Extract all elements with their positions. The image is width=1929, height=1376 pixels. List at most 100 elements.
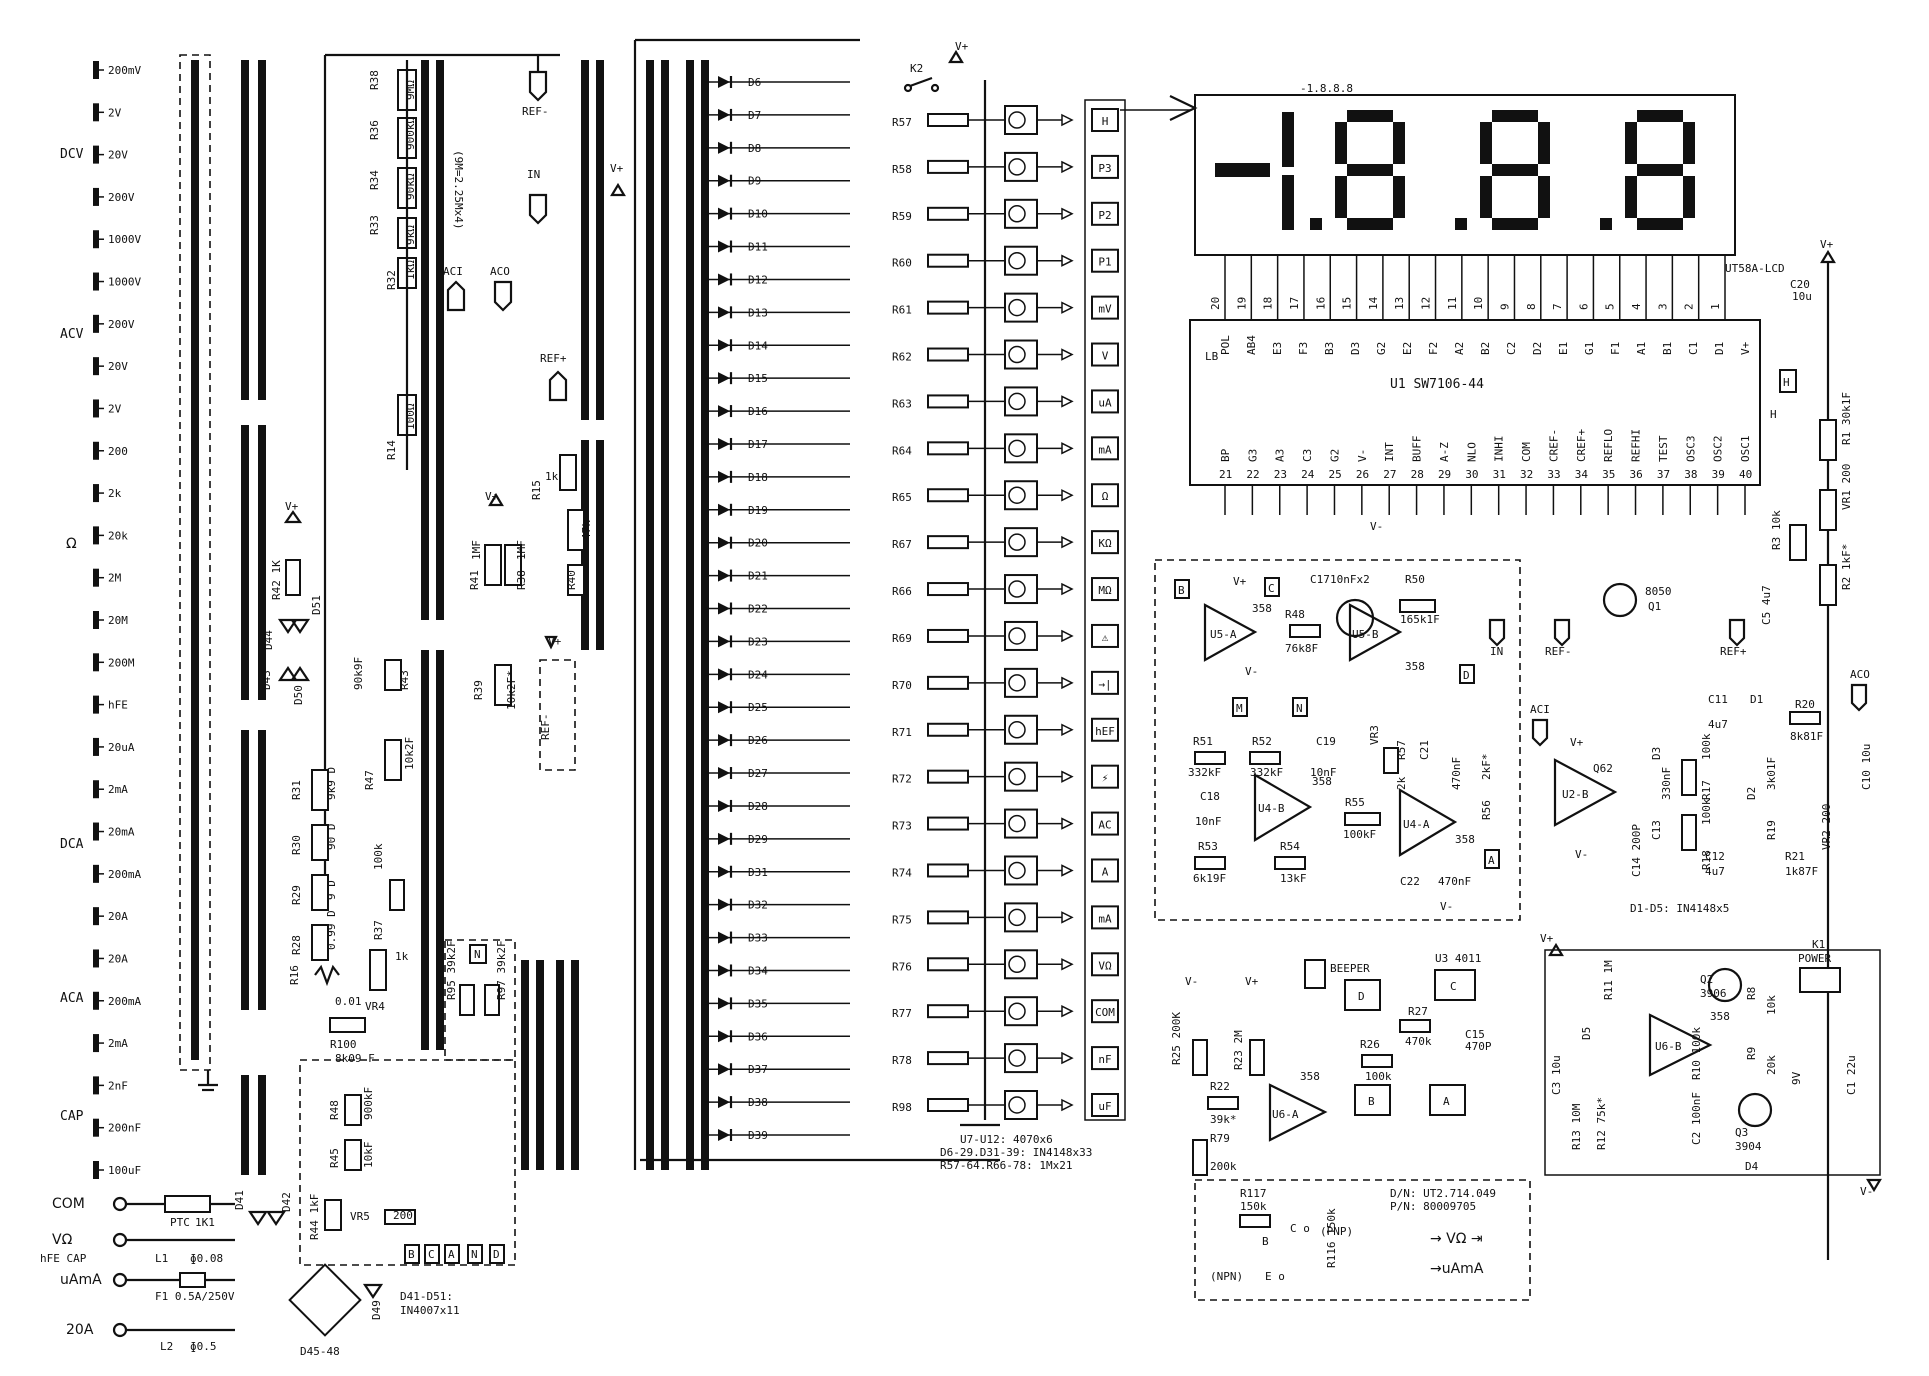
diode-label: D10: [748, 208, 768, 221]
u1-pin-number: 17: [1288, 297, 1301, 310]
diode-symbol: [718, 1096, 730, 1109]
resistor-label: R59: [892, 210, 912, 223]
svg-text:D41: D41: [233, 1190, 246, 1210]
diode-label: D7: [748, 109, 761, 122]
diode-label: D12: [748, 273, 768, 286]
svg-text:D41-D51:: D41-D51:: [400, 1290, 453, 1303]
range-contact: [93, 822, 99, 841]
svg-text:V-: V-: [1185, 975, 1198, 988]
svg-text:BEEPER: BEEPER: [1330, 962, 1370, 975]
resistor-label: R61: [892, 304, 912, 317]
svg-text:900kΩ: 900kΩ: [404, 117, 417, 150]
svg-text:VR4: VR4: [365, 1000, 385, 1013]
svg-text:200k: 200k: [1210, 1160, 1237, 1173]
function-label-box: [1091, 1093, 1119, 1117]
svg-text:V+: V+: [1233, 575, 1247, 588]
function-label-box: [1091, 295, 1119, 320]
function-label-box: [1091, 436, 1119, 461]
svg-text:→uAmA: →uAmA: [1430, 1261, 1484, 1277]
xor-gate: [1004, 808, 1038, 839]
range-label: 20mA: [108, 826, 135, 839]
svg-text:ɸ0.08: ɸ0.08: [190, 1252, 223, 1265]
range-switch: DCV ACV Ω DCA ACA CAP 200mV2V20V200V1000…: [60, 54, 709, 1179]
u1-pin-number: 24: [1301, 468, 1315, 481]
svg-text:C5 4u7: C5 4u7: [1760, 585, 1773, 625]
svg-text:H: H: [1770, 408, 1777, 421]
svg-text:R57-64.R66-78: 1Mx21: R57-64.R66-78: 1Mx21: [940, 1159, 1072, 1172]
diode-label: D24: [748, 668, 768, 681]
function-label-box: [1091, 952, 1119, 977]
u1-signal: TEST: [1657, 435, 1670, 462]
svg-text:V-: V-: [1860, 1185, 1873, 1198]
svg-text:U1 SW7106-44: U1 SW7106-44: [1390, 377, 1484, 392]
svg-text:R14: R14: [385, 440, 398, 460]
svg-text:20k: 20k: [1765, 1055, 1778, 1075]
function-label-box: [1091, 154, 1119, 179]
range-label: 2V: [108, 106, 122, 119]
svg-text:90 D: 90 D: [325, 824, 338, 851]
resistor-label: R72: [892, 773, 912, 786]
svg-text:90k9F: 90k9F: [352, 657, 365, 690]
diode-symbol: [718, 405, 730, 418]
svg-text:3906: 3906: [1700, 987, 1727, 1000]
svg-text:C17: C17: [1310, 573, 1330, 586]
svg-text:R32: R32: [385, 270, 398, 290]
svg-text:A: A: [1443, 1095, 1450, 1108]
xor-gate: [1004, 386, 1038, 417]
svg-text:POWER: POWER: [1798, 952, 1831, 965]
resistor-label: R73: [892, 820, 912, 833]
svg-text:R33: R33: [368, 215, 381, 235]
function-label: V: [1102, 350, 1109, 363]
svg-text:C22: C22: [1400, 875, 1420, 888]
diode-symbol: [718, 1063, 730, 1076]
diode-label: D29: [748, 833, 768, 846]
svg-text:D51: D51: [310, 595, 323, 615]
svg-text:R3 10k: R3 10k: [1770, 510, 1783, 550]
diode-label: D13: [748, 306, 768, 319]
u1-signal: E2: [1401, 342, 1414, 355]
svg-text:200: 200: [393, 1209, 413, 1222]
resistor-label: R64: [892, 444, 912, 457]
function-label-box: [1091, 905, 1119, 930]
diode-label: D26: [748, 734, 768, 747]
svg-text:Q1: Q1: [1648, 600, 1661, 613]
u1-pin-number: 11: [1446, 297, 1459, 310]
resistor-symbol: [927, 206, 969, 221]
svg-text:K1: K1: [1812, 938, 1825, 951]
xor-gate: [1004, 480, 1038, 511]
function-label: →|: [1098, 678, 1111, 691]
svg-text:D43: D43: [260, 670, 273, 690]
resistor-symbol: [927, 394, 969, 409]
svg-text:13kF: 13kF: [1280, 872, 1307, 885]
u1-pin-number: 25: [1328, 468, 1341, 481]
diode-label: D33: [748, 932, 768, 945]
diode-label: D39: [748, 1129, 768, 1142]
svg-text:V-: V-: [1440, 900, 1453, 913]
function-label: H: [1102, 115, 1109, 128]
lcd-minus: [1215, 163, 1270, 177]
diode-label: D38: [748, 1096, 768, 1109]
u1-signal: F1: [1609, 342, 1622, 355]
svg-text:R12 75k*: R12 75k*: [1595, 1097, 1608, 1150]
svg-text:R15: R15: [530, 480, 543, 500]
svg-text:R100: R100: [330, 1038, 357, 1051]
resistor-symbol: [927, 300, 969, 315]
range-contact: [93, 1118, 99, 1137]
svg-text:REF+: REF+: [1720, 645, 1747, 658]
svg-text:R79: R79: [1210, 1132, 1230, 1145]
diode-label: D31: [748, 866, 768, 879]
diode-symbol: [718, 1129, 730, 1141]
svg-text:U6-A: U6-A: [1272, 1108, 1299, 1121]
svg-text:C13: C13: [1650, 820, 1663, 840]
xor-gate: [1004, 433, 1038, 464]
function-label: mV: [1098, 303, 1112, 316]
svg-text:N: N: [474, 948, 481, 961]
svg-text:358: 358: [1300, 1070, 1320, 1083]
u1-pin-number: 9: [1498, 303, 1511, 310]
svg-text:Ω: Ω: [66, 536, 77, 552]
diode-label: D15: [748, 372, 768, 385]
function-label-box: [1091, 248, 1119, 273]
svg-text:REF-: REF-: [522, 105, 549, 118]
svg-text:R42 1K: R42 1K: [270, 560, 283, 600]
svg-text:76k8F: 76k8F: [1285, 642, 1318, 655]
